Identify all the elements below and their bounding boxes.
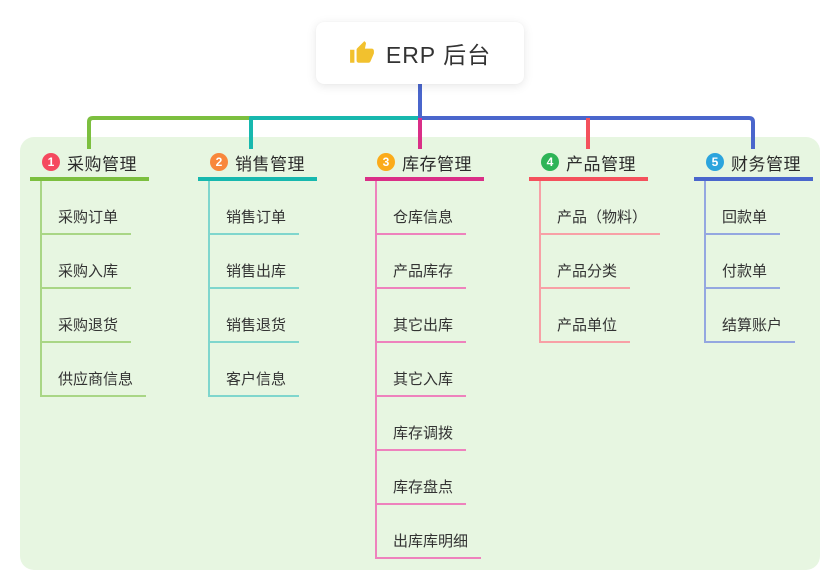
branch-number-badge: 5 — [706, 153, 724, 171]
child-label: 客户信息 — [210, 368, 300, 397]
child-node[interactable]: 产品分类 — [541, 235, 648, 289]
child-node[interactable]: 销售出库 — [210, 235, 317, 289]
root-stem-and-branch5-connector — [418, 84, 755, 149]
child-node[interactable]: 库存盘点 — [377, 451, 484, 505]
branch-label: 产品管理 — [566, 154, 636, 174]
branch-children: 销售订单销售出库销售退货客户信息 — [208, 181, 317, 397]
child-node[interactable]: 采购订单 — [42, 181, 149, 235]
child-node[interactable]: 库存调拨 — [377, 397, 484, 451]
branch-children: 产品（物料） 产品分类产品单位 — [539, 181, 661, 343]
child-node[interactable]: 产品单位 — [541, 289, 648, 343]
child-node[interactable]: 其它出库 — [377, 289, 484, 343]
branch-label: 销售管理 — [235, 154, 305, 174]
child-label: 产品（物料） — [541, 206, 661, 235]
child-node[interactable]: 回款单 — [706, 181, 813, 235]
child-node[interactable]: 销售订单 — [210, 181, 317, 235]
branch-header[interactable]: 2 销售管理 — [198, 151, 317, 181]
child-label: 销售订单 — [210, 206, 300, 235]
child-node[interactable]: 出库库明细 — [377, 505, 484, 559]
child-node[interactable]: 采购退货 — [42, 289, 149, 343]
child-label: 出库库明细 — [377, 530, 482, 559]
branch-header[interactable]: 4 产品管理 — [529, 151, 648, 181]
child-label: 库存盘点 — [377, 476, 467, 505]
child-node[interactable]: 供应商信息 — [42, 343, 149, 397]
branch1-connector — [87, 116, 251, 149]
child-label: 销售退货 — [210, 314, 300, 343]
child-label: 其它入库 — [377, 368, 467, 397]
child-label: 仓库信息 — [377, 206, 467, 235]
child-node[interactable]: 销售退货 — [210, 289, 317, 343]
branch-number-badge: 4 — [541, 153, 559, 171]
branch-number-badge: 1 — [42, 153, 60, 171]
child-label: 供应商信息 — [42, 368, 147, 397]
child-label: 产品单位 — [541, 314, 631, 343]
branches-panel — [20, 137, 820, 570]
branch: 2 销售管理 销售订单销售出库销售退货客户信息 — [198, 151, 317, 397]
child-label: 产品库存 — [377, 260, 467, 289]
child-label: 产品分类 — [541, 260, 631, 289]
root-node[interactable]: ERP 后台 — [316, 22, 524, 84]
branch-label: 库存管理 — [402, 154, 472, 174]
branch: 4 产品管理 产品（物料） 产品分类产品单位 — [529, 151, 661, 343]
branch-number-badge: 3 — [377, 153, 395, 171]
branch-children: 采购订单采购入库采购退货供应商信息 — [40, 181, 149, 397]
child-label: 采购入库 — [42, 260, 132, 289]
branch-label: 财务管理 — [731, 154, 801, 174]
child-node[interactable]: 其它入库 — [377, 343, 484, 397]
branch-header[interactable]: 3 库存管理 — [365, 151, 484, 181]
branch: 3 库存管理 仓库信息产品库存其它出库其它入库库存调拨库存盘点出库库明细 — [365, 151, 484, 559]
child-node[interactable]: 产品库存 — [377, 235, 484, 289]
thumbs-up-icon — [349, 41, 374, 63]
child-node[interactable]: 结算账户 — [706, 289, 813, 343]
child-label: 回款单 — [706, 206, 781, 235]
root-label: ERP 后台 — [385, 42, 492, 68]
child-node[interactable]: 采购入库 — [42, 235, 149, 289]
child-label: 库存调拨 — [377, 422, 467, 451]
child-label: 采购退货 — [42, 314, 132, 343]
child-node[interactable]: 客户信息 — [210, 343, 317, 397]
child-label: 付款单 — [706, 260, 781, 289]
child-node[interactable]: 产品（物料） — [541, 181, 661, 235]
branch-header[interactable]: 1 采购管理 — [30, 151, 149, 181]
child-label: 采购订单 — [42, 206, 132, 235]
child-node[interactable]: 仓库信息 — [377, 181, 484, 235]
child-label: 销售出库 — [210, 260, 300, 289]
child-label: 其它出库 — [377, 314, 467, 343]
child-node[interactable]: 付款单 — [706, 235, 813, 289]
branch-children: 仓库信息产品库存其它出库其它入库库存调拨库存盘点出库库明细 — [375, 181, 484, 559]
branch2-connector — [249, 116, 420, 149]
branch-label: 采购管理 — [67, 154, 137, 174]
branch-children: 回款单付款单结算账户 — [704, 181, 813, 343]
branch-number-badge: 2 — [210, 153, 228, 171]
branch: 1 采购管理 采购订单采购入库采购退货供应商信息 — [30, 151, 149, 397]
branch: 5 财务管理 回款单付款单结算账户 — [694, 151, 813, 343]
branch-header[interactable]: 5 财务管理 — [694, 151, 813, 181]
child-label: 结算账户 — [706, 314, 796, 343]
